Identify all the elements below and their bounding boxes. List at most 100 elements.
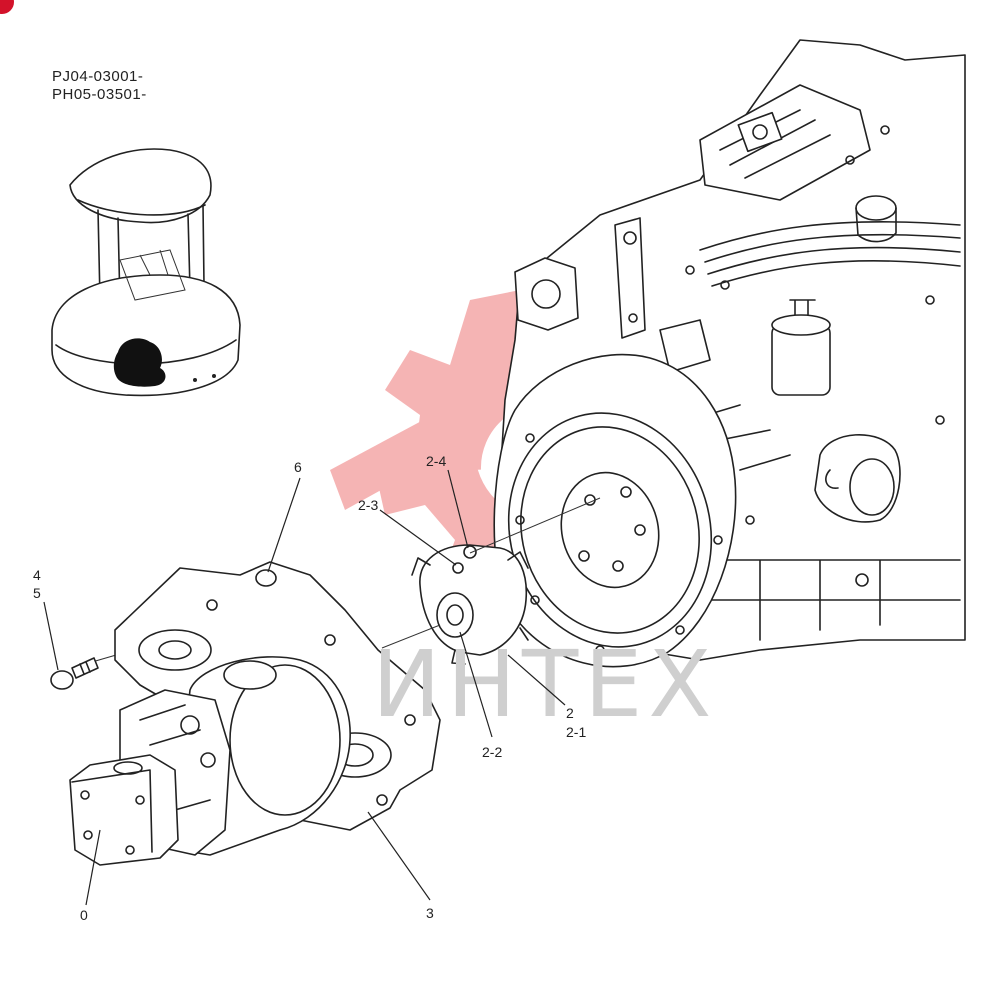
- oil-filler-cap: [855, 195, 897, 221]
- coupling-bore-inner: [446, 604, 464, 626]
- alignment-line: [469, 497, 601, 554]
- watermark-text: ИНТЕХ: [372, 631, 717, 738]
- bolt-icon: [376, 794, 388, 806]
- exhaust-port: [531, 279, 561, 309]
- serial-number-1: PJ04-03001-: [52, 68, 144, 85]
- oil-pan: [704, 559, 961, 641]
- leader-6: [267, 477, 301, 573]
- callout-2-3: 2-3: [358, 497, 378, 513]
- drain-plug: [855, 573, 869, 587]
- bolt-icon: [634, 524, 646, 536]
- coupling-bore: [436, 592, 474, 638]
- lifting-bracket: [614, 217, 646, 339]
- locator-body: [51, 274, 241, 397]
- bolt-icon: [125, 845, 135, 855]
- bolt-icon: [530, 595, 540, 605]
- callout-2-1: 2-1: [566, 724, 586, 740]
- fuel-filter-stem: [789, 299, 816, 316]
- bolt-icon: [515, 515, 525, 525]
- rocker-cap-bolt: [752, 124, 768, 140]
- bolt-icon: [80, 790, 90, 800]
- bolt-icon: [620, 486, 632, 498]
- bolt-icon: [845, 155, 855, 165]
- flywheel-ring-inner: [520, 426, 700, 634]
- bolt-icon: [525, 433, 535, 443]
- bolt-icon: [324, 634, 336, 646]
- rocker-cap: [737, 111, 783, 153]
- cap-screw: [50, 657, 99, 690]
- pump-port: [180, 715, 200, 735]
- callout-2-4: 2-4: [426, 453, 446, 469]
- breather-plug: [255, 569, 277, 587]
- callout-2: 2: [566, 705, 574, 721]
- starter-motor: [814, 433, 901, 523]
- locator-canopy-roof: [69, 148, 212, 224]
- bolt-icon: [595, 645, 605, 655]
- leader-3: [367, 811, 431, 901]
- flywheel-hub-bolts: [578, 486, 646, 572]
- bolt-icon: [745, 515, 755, 525]
- bolt-icon: [675, 625, 685, 635]
- exhaust-flange: [514, 257, 579, 331]
- bolt-icon: [578, 550, 590, 562]
- bolt-icon: [135, 795, 145, 805]
- flywheel-group: [493, 353, 737, 668]
- coupling-bolt: [452, 562, 464, 574]
- gear-pump-face: [71, 769, 153, 853]
- starter-motor-end: [849, 458, 895, 516]
- engine-bolts: [685, 125, 945, 525]
- cap-screw-thread: [79, 661, 91, 675]
- locator-canopy-posts: [97, 204, 205, 306]
- cap-screw-head: [50, 670, 74, 690]
- hydraulic-pump: [69, 656, 351, 866]
- bolt-icon: [935, 415, 945, 425]
- alignment-line: [381, 624, 441, 649]
- bolt-icon: [612, 560, 624, 572]
- oil-filler-neck: [855, 207, 897, 243]
- locator-bolt: [212, 374, 216, 378]
- gear-pump-shaft: [113, 761, 143, 775]
- locator-bolt: [193, 378, 197, 382]
- bolt-icon: [83, 830, 93, 840]
- leader-4-5: [43, 601, 59, 671]
- leader-2-4: [447, 469, 469, 549]
- bolt-icon: [685, 265, 695, 275]
- machine-locator: [51, 148, 241, 397]
- leader-2-2: [459, 631, 493, 738]
- cap-screw-shank: [71, 657, 99, 679]
- locator-canopy-roof-edge: [77, 199, 206, 216]
- locator-highlight: [113, 338, 166, 387]
- callout-6: 6: [294, 459, 302, 475]
- pump-port: [200, 752, 216, 768]
- rocker-cover: [699, 84, 871, 201]
- gear-pump: [69, 754, 179, 866]
- fuel-filter-top: [771, 314, 831, 336]
- coupling-lugs: [411, 551, 529, 665]
- pump-valve-details: [139, 704, 211, 811]
- coupling-set-screw: [463, 545, 477, 559]
- bolt-icon: [404, 714, 416, 726]
- leader-2-3: [379, 509, 457, 566]
- mount-hole-left: [158, 640, 192, 660]
- starter-terminal: [825, 469, 839, 489]
- leader-lines: [43, 469, 566, 906]
- leader-2: [507, 654, 566, 706]
- housing-bolts: [515, 433, 723, 655]
- bolt-icon: [880, 125, 890, 135]
- lifting-bracket-bolt: [628, 313, 638, 323]
- callout-0: 0: [80, 907, 88, 923]
- bolt-icon: [713, 535, 723, 545]
- callout-3: 3: [426, 905, 434, 921]
- fuel-lines: [699, 221, 961, 287]
- mount-boss-left: [138, 629, 212, 671]
- callout-labels: 6 2-4 2-3 4 5 2 2-1 2-2 0 3: [33, 453, 586, 923]
- pump-shaft-end: [223, 660, 277, 690]
- lifting-eye: [623, 231, 637, 245]
- callout-4: 4: [33, 567, 41, 583]
- callout-2-2: 2-2: [482, 744, 502, 760]
- bolt-icon: [925, 295, 935, 305]
- coupling-assembly: [411, 544, 529, 665]
- serial-number-2: PH05-03501-: [52, 86, 147, 103]
- leader-0: [85, 829, 101, 906]
